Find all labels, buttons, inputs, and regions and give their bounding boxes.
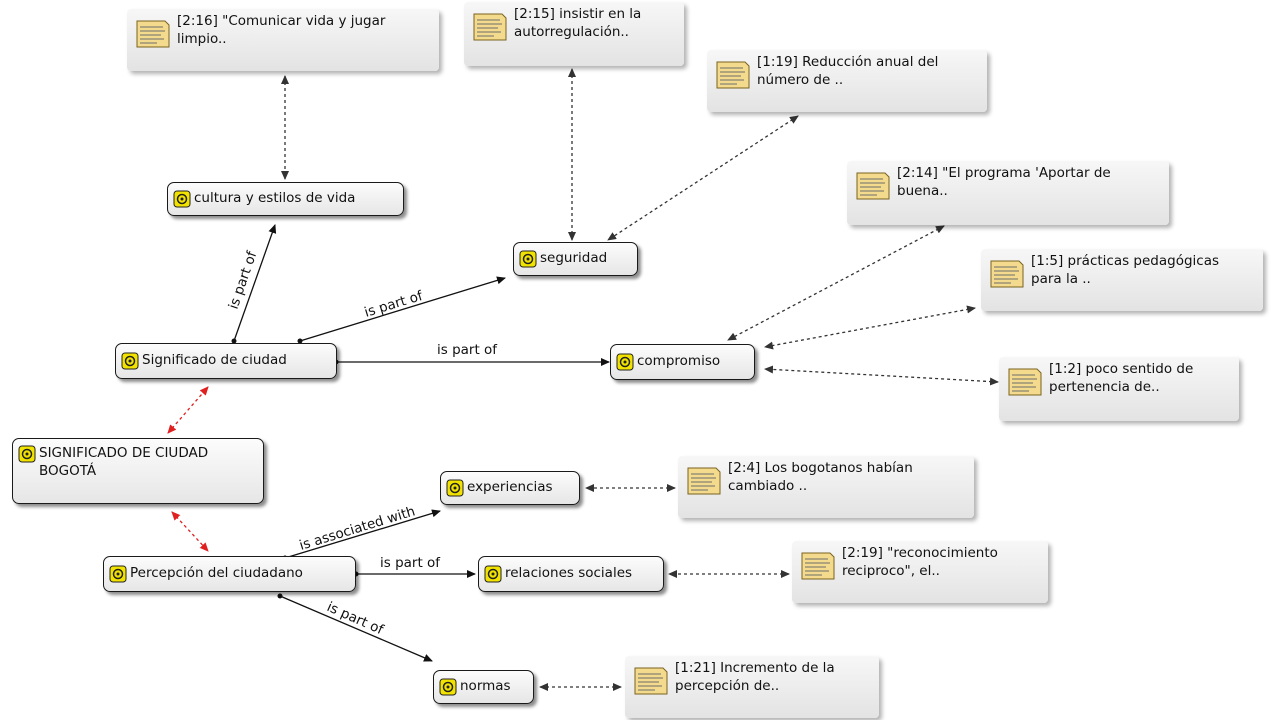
quote-1-21[interactable]: [1:21] Incremento de la percepción de.. xyxy=(625,656,879,718)
quote-2-15-text: [2:15] insistir en la autorregulación.. xyxy=(514,6,642,40)
quote-1-19[interactable]: [1:19] Reducción anual del número de .. xyxy=(707,50,987,112)
quote-2-4[interactable]: [2:4] Los bogotanos habían cambiado .. xyxy=(678,456,974,518)
quote-1-5[interactable]: [1:5] prácticas pedagógicas para la .. xyxy=(981,249,1263,311)
node-seguridad-label: seguridad xyxy=(540,250,608,267)
quote-1-2-text: [1:2] poco sentido de pertenencia de.. xyxy=(1049,361,1194,395)
quote-2-14[interactable]: [2:14] "El programa 'Aportar de buena.. xyxy=(847,161,1169,225)
code-icon xyxy=(109,565,127,583)
quote-2-14-text: [2:14] "El programa 'Aportar de buena.. xyxy=(897,165,1111,199)
quote-2-4-text: [2:4] Los bogotanos habían cambiado .. xyxy=(728,460,913,494)
label-significado-compromiso: is part of xyxy=(437,342,498,358)
relation-percepcion-experiencias xyxy=(284,509,441,559)
document-icon xyxy=(634,667,668,695)
relation-percepcion-normas xyxy=(279,595,433,662)
node-percepcion-label: Percepción del ciudadano xyxy=(130,565,303,582)
node-compromiso-label: compromiso xyxy=(637,353,721,370)
code-icon xyxy=(484,565,502,583)
node-significado-label: Significado de ciudad xyxy=(142,352,287,369)
node-experiencias[interactable]: experiencias xyxy=(440,471,580,505)
link-q214-compromiso xyxy=(727,225,945,341)
label-significado-cultura: is part of xyxy=(226,248,261,311)
node-relaciones[interactable]: relaciones sociales xyxy=(478,556,664,592)
code-icon xyxy=(121,352,139,370)
quote-2-16-text: [2:16] "Comunicar vida y jugar limpio.. xyxy=(177,13,386,47)
node-root[interactable]: SIGNIFICADO DE CIUDAD BOGOTÁ xyxy=(12,438,264,504)
document-icon xyxy=(473,13,507,41)
quote-2-15[interactable]: [2:15] insistir en la autorregulación.. xyxy=(464,2,684,66)
code-icon xyxy=(446,479,464,497)
node-root-label: SIGNIFICADO DE CIUDAD BOGOTÁ xyxy=(39,445,209,479)
quote-1-2[interactable]: [1:2] poco sentido de pertenencia de.. xyxy=(999,357,1239,421)
link-q15-compromiso xyxy=(764,305,976,350)
node-experiencias-label: experiencias xyxy=(467,479,553,496)
quote-1-5-text: [1:5] prácticas pedagógicas para la .. xyxy=(1031,253,1220,287)
document-icon xyxy=(801,552,835,580)
document-icon xyxy=(687,467,721,495)
link-root-percepcion xyxy=(171,511,209,552)
code-icon xyxy=(18,445,36,463)
code-icon xyxy=(439,678,457,696)
quote-1-21-text: [1:21] Incremento de la percepción de.. xyxy=(675,660,835,694)
document-icon xyxy=(990,260,1024,288)
quote-2-19[interactable]: [2:19] "reconocimiento reciproco", el.. xyxy=(792,541,1048,603)
code-icon xyxy=(173,190,191,208)
node-relaciones-label: relaciones sociales xyxy=(505,565,633,582)
code-icon xyxy=(616,353,634,371)
node-seguridad[interactable]: seguridad xyxy=(513,242,638,276)
document-icon xyxy=(856,172,890,200)
link-q12-compromiso xyxy=(764,365,999,386)
link-q119-seguridad xyxy=(607,115,799,241)
node-cultura-label: cultura y estilos de vida xyxy=(194,190,356,207)
link-root-significado xyxy=(167,386,209,434)
label-percepcion-normas: is part of xyxy=(324,599,387,639)
node-significado[interactable]: Significado de ciudad xyxy=(115,343,337,379)
label-percepcion-experiencias: is associated with xyxy=(297,503,417,553)
code-icon xyxy=(519,250,537,268)
node-compromiso[interactable]: compromiso xyxy=(610,344,755,380)
node-percepcion[interactable]: Percepción del ciudadano xyxy=(103,556,356,592)
relation-significado-cultura xyxy=(233,224,277,342)
node-cultura[interactable]: cultura y estilos de vida xyxy=(167,182,404,216)
quote-1-19-text: [1:19] Reducción anual del número de .. xyxy=(757,54,939,88)
document-icon xyxy=(136,20,170,48)
node-normas-label: normas xyxy=(460,678,511,695)
label-percepcion-relaciones: is part of xyxy=(380,555,441,571)
document-icon xyxy=(716,61,750,89)
quote-2-16[interactable]: [2:16] "Comunicar vida y jugar limpio.. xyxy=(127,9,439,71)
quote-2-19-text: [2:19] "reconocimiento reciproco", el.. xyxy=(842,545,998,579)
document-icon xyxy=(1008,368,1042,396)
relation-significado-seguridad xyxy=(299,276,506,342)
label-significado-seguridad: is part of xyxy=(362,288,425,321)
node-normas[interactable]: normas xyxy=(433,670,534,704)
